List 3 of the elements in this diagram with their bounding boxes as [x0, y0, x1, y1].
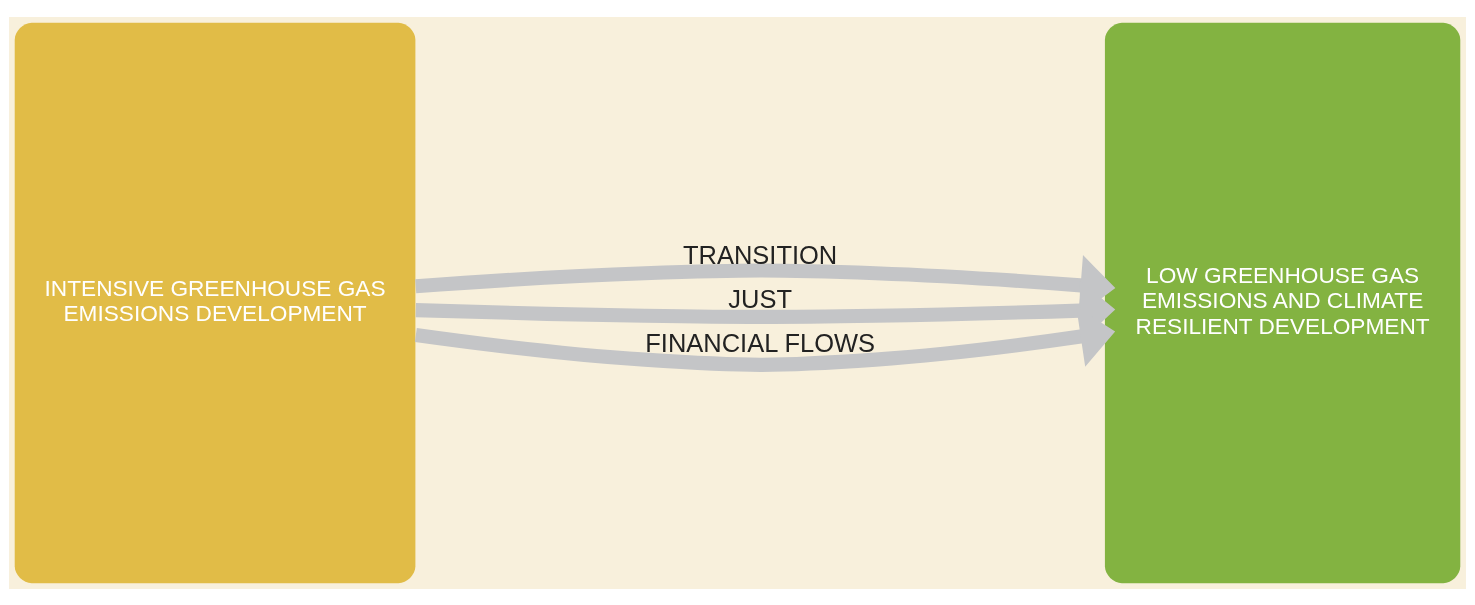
edge-label: TRANSITION: [683, 240, 838, 269]
edge-label: JUST: [728, 284, 792, 313]
edge-label: FINANCIAL FLOWS: [645, 328, 876, 357]
